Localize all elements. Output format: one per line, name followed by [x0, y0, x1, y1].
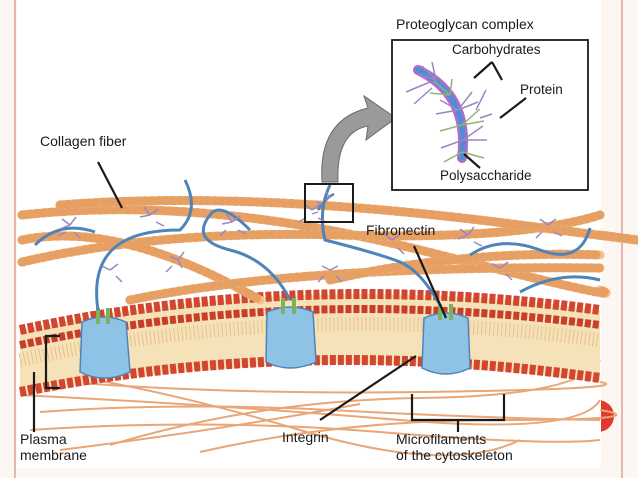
carbohydrates-label: Carbohydrates: [452, 42, 541, 57]
integrin-label: Integrin: [282, 429, 329, 445]
callout-box: [304, 183, 354, 223]
microfilaments-label-line2: of the cytoskeleton: [396, 447, 513, 463]
integrin-proteins: [79, 298, 471, 379]
proteoglycan-sprigs: [57, 203, 563, 283]
integrin-center: [265, 298, 317, 369]
leader-lines: [463, 61, 527, 169]
collagen-fibers: [17, 196, 638, 305]
polysaccharide-label: Polysaccharide: [440, 168, 532, 183]
fibronectin-leader: [412, 245, 448, 319]
slide-border-left: [14, 0, 16, 478]
plasma-membrane-label-line1: Plasma: [20, 431, 67, 447]
carbohydrate-branches: [405, 61, 493, 163]
fibronectin-label: Fibronectin: [366, 222, 436, 238]
integrin-left: [79, 308, 131, 379]
callout-arrow: [321, 94, 397, 183]
polysaccharide-core: [413, 65, 468, 163]
protein-label: Protein: [520, 82, 563, 97]
collagen-fiber-label: Collagen fiber: [40, 133, 127, 149]
main-leader-lines: [32, 161, 506, 432]
plasma-membrane-bracket: [44, 334, 60, 390]
plasma-membrane-label-line2: membrane: [20, 447, 87, 463]
microfilaments-label-line1: Microfilaments: [396, 431, 487, 447]
integrin-right: [421, 304, 471, 375]
proteoglycan-inset: [391, 39, 589, 191]
collagen-leader: [97, 161, 123, 209]
fibronectin-strands: [33, 179, 601, 311]
integrin-leader: [319, 355, 417, 421]
microfilaments: [19, 359, 618, 457]
inset-title: Proteoglycan complex: [396, 16, 534, 32]
